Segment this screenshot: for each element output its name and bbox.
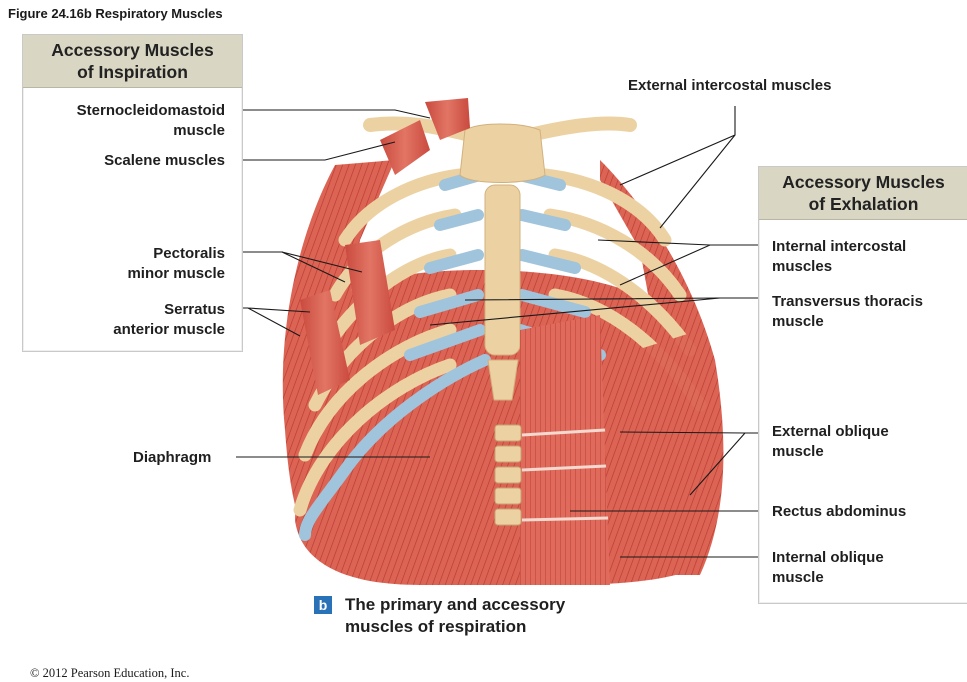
label-scalene: Scalene muscles bbox=[30, 151, 225, 171]
label-line: Pectoralis bbox=[30, 244, 225, 264]
label-line: External oblique bbox=[772, 422, 889, 442]
label-sternocleidomastoid: Sternocleidomastoid muscle bbox=[30, 101, 225, 141]
inspiration-panel-heading: Accessory Muscles of Inspiration bbox=[23, 35, 242, 88]
label-line: minor muscle bbox=[30, 264, 225, 284]
label-external-intercostal: External intercostal muscles bbox=[628, 76, 831, 96]
label-line: Transversus thoracis bbox=[772, 292, 923, 312]
label-pectoralis-minor: Pectoralis minor muscle bbox=[30, 244, 225, 284]
label-line: Internal oblique bbox=[772, 548, 884, 568]
inspiration-heading-line2: of Inspiration bbox=[29, 61, 236, 83]
exhalation-panel: Accessory Muscles of Exhalation bbox=[758, 166, 967, 604]
label-diaphragm: Diaphragm bbox=[133, 448, 211, 468]
caption-line2: muscles of respiration bbox=[345, 616, 565, 638]
label-line: muscles bbox=[772, 257, 906, 277]
label-line: Serratus bbox=[30, 300, 225, 320]
label-line: muscle bbox=[772, 442, 889, 462]
label-line: muscle bbox=[772, 312, 923, 332]
label-transversus-thoracis: Transversus thoracis muscle bbox=[772, 292, 923, 332]
caption-line1: The primary and accessory bbox=[345, 594, 565, 616]
exhalation-heading-line1: Accessory Muscles bbox=[765, 171, 962, 193]
label-internal-intercostal: Internal intercostal muscles bbox=[772, 237, 906, 277]
label-rectus-abdominus: Rectus abdominus bbox=[772, 502, 906, 522]
vertebral-column bbox=[495, 425, 521, 525]
exhalation-panel-heading: Accessory Muscles of Exhalation bbox=[759, 167, 967, 220]
label-line: Scalene muscles bbox=[30, 151, 225, 171]
label-external-oblique: External oblique muscle bbox=[772, 422, 889, 462]
rectus-abdominus-shape bbox=[520, 315, 610, 585]
label-line: Sternocleidomastoid bbox=[30, 101, 225, 121]
label-serratus-anterior: Serratus anterior muscle bbox=[30, 300, 225, 340]
inspiration-heading-line1: Accessory Muscles bbox=[29, 39, 236, 61]
figure-caption: The primary and accessory muscles of res… bbox=[345, 594, 565, 638]
label-line: anterior muscle bbox=[30, 320, 225, 340]
copyright-notice: © 2012 Pearson Education, Inc. bbox=[30, 666, 189, 681]
exhalation-heading-line2: of Exhalation bbox=[765, 193, 962, 215]
label-line: muscle bbox=[30, 121, 225, 141]
oblique-shape bbox=[605, 330, 715, 575]
label-line: Internal intercostal bbox=[772, 237, 906, 257]
label-line: Rectus abdominus bbox=[772, 502, 906, 522]
label-internal-oblique: Internal oblique muscle bbox=[772, 548, 884, 588]
caption-badge: b bbox=[314, 596, 332, 614]
label-line: muscle bbox=[772, 568, 884, 588]
